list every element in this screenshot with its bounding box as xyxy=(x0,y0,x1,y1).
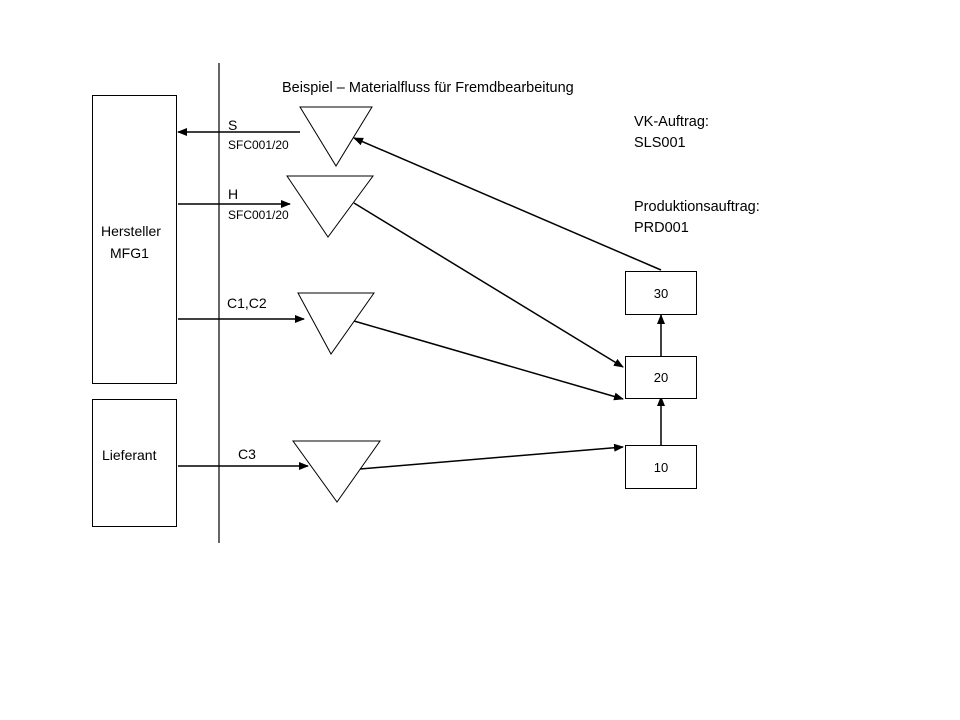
inventory-triangle-c3 xyxy=(292,440,381,503)
manufacturer-box xyxy=(92,95,177,384)
supplier-label: Lieferant xyxy=(102,447,157,463)
flow-code-h: H xyxy=(228,186,239,202)
inventory-triangle-h xyxy=(286,175,374,238)
operation-box-20: 20 xyxy=(625,356,697,399)
flow-ref-h: SFC001/20 xyxy=(228,208,289,222)
flow-ref-s: SFC001/20 xyxy=(228,138,289,152)
arrow-h-to-20 xyxy=(353,202,624,368)
manufacturer-label: Hersteller MFG1 xyxy=(101,221,161,264)
manufacturer-code: MFG1 xyxy=(110,244,149,261)
inventory-triangle-s xyxy=(299,106,373,167)
operation-box-30: 30 xyxy=(625,271,697,315)
arrow-c1c2-to-20 xyxy=(353,320,624,401)
operation-box-10: 10 xyxy=(625,445,697,489)
production-order-title: Produktionsauftrag: xyxy=(634,199,760,215)
flow-code-s: S xyxy=(228,117,238,133)
arrow-30-to-s xyxy=(353,137,662,271)
sales-order-title: VK-Auftrag: xyxy=(634,114,709,130)
manufacturer-name: Hersteller xyxy=(101,223,161,239)
inventory-triangle-c1c2 xyxy=(297,292,375,355)
arrow-c3-to-10 xyxy=(359,443,624,470)
production-order-label: Produktionsauftrag: PRD001 xyxy=(634,197,760,239)
sales-order-id: SLS001 xyxy=(634,135,686,152)
supplier-box xyxy=(92,399,177,527)
flow-code-c1c2: C1,C2 xyxy=(227,295,267,311)
diagram-title: Beispiel – Materialfluss für Fremdbearbe… xyxy=(282,80,574,96)
sales-order-label: VK-Auftrag: SLS001 xyxy=(634,112,709,154)
production-order-id: PRD001 xyxy=(634,220,689,237)
flow-code-c3: C3 xyxy=(238,446,256,462)
